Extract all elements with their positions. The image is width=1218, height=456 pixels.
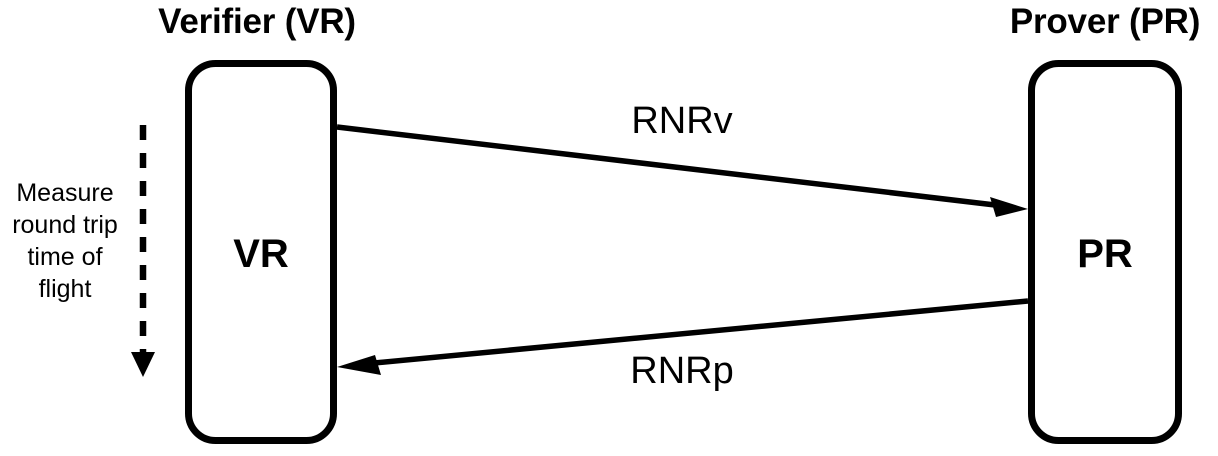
prover-box <box>1028 60 1182 444</box>
prover-box-label: PR <box>1077 232 1133 276</box>
verifier-box-label: VR <box>233 232 289 276</box>
message-label-rnrv: RNRv <box>631 100 733 142</box>
prover-title: Prover (PR) <box>1009 2 1201 41</box>
round-trip-time-caption: Measure round trip time of flight <box>12 179 118 303</box>
verifier-title: Verifier (VR) <box>158 2 356 41</box>
message-label-rnrp: RNRp <box>630 350 734 392</box>
round-trip-time-arrow <box>131 125 155 377</box>
message-arrow-rnrv <box>336 124 1028 217</box>
verifier-box <box>185 60 337 444</box>
message-arrow-rnrp <box>337 298 1029 375</box>
